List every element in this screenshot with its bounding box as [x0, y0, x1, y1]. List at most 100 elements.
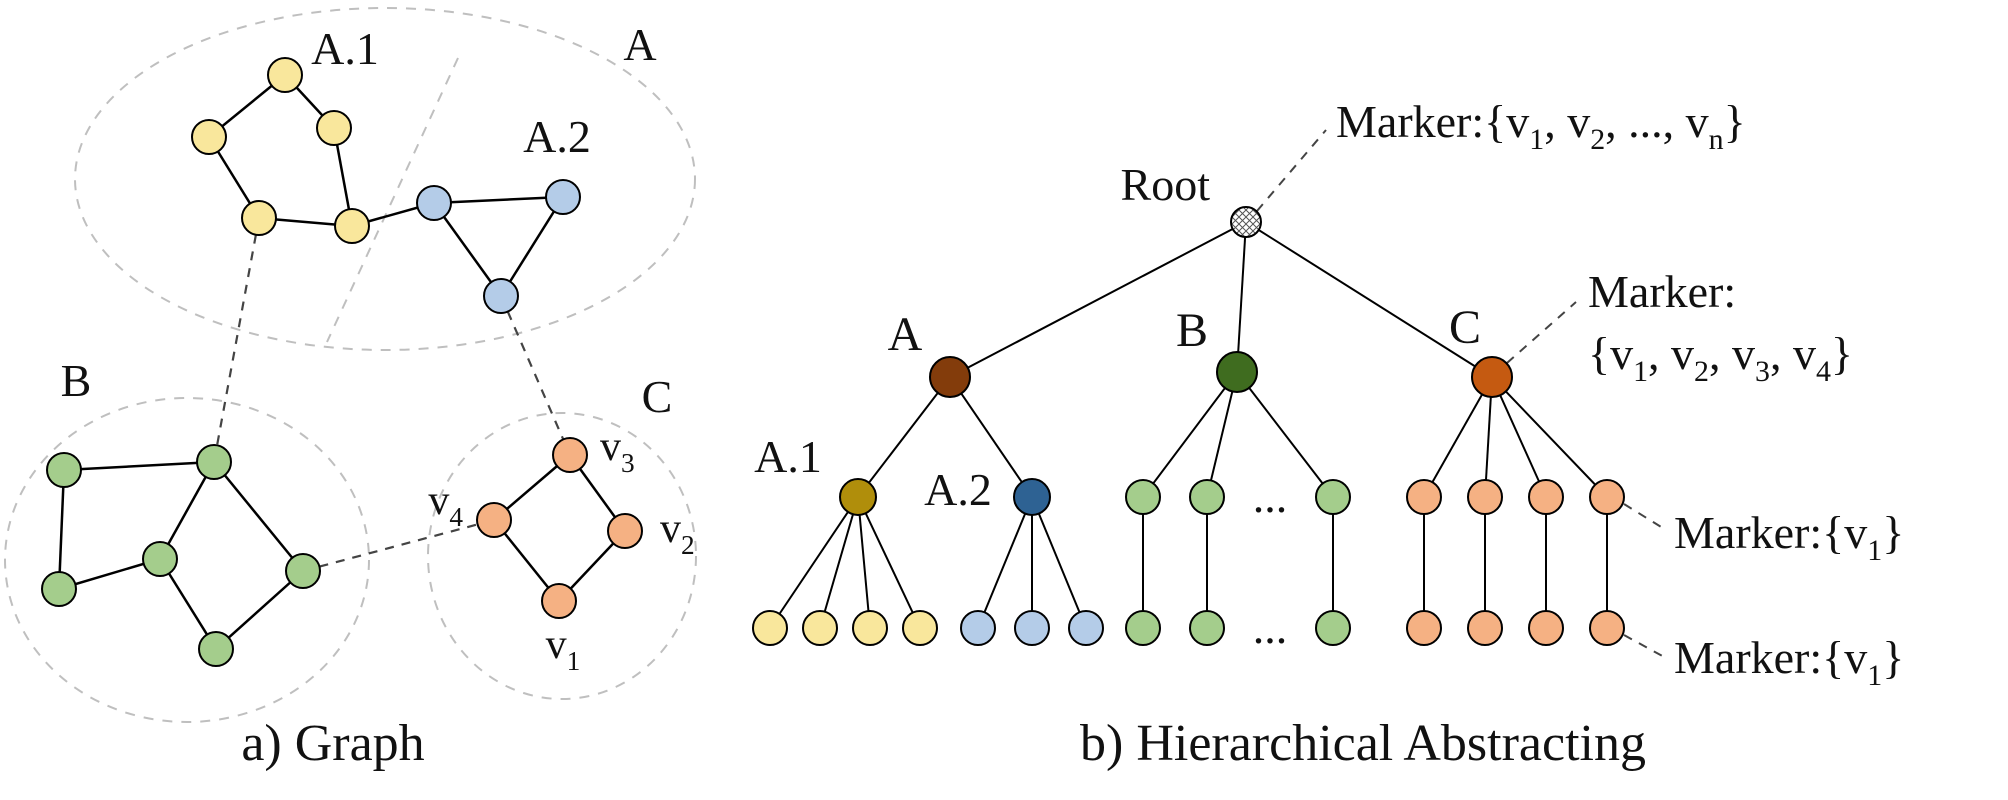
tree-edge — [1142, 371, 1238, 498]
tree-edge — [857, 376, 951, 498]
graph-node-a2 — [416, 185, 452, 221]
marker-root-text: Marker:{v1, v2, ..., vn} — [1336, 96, 1746, 156]
label-v4: v4 — [428, 478, 463, 532]
cluster-a-boundary — [74, 7, 696, 351]
marker-connector-leaf — [1623, 634, 1667, 659]
tree-edge — [1236, 221, 1247, 373]
tree-edge — [949, 376, 1033, 498]
label-v3: v3 — [600, 424, 635, 478]
tree-leaf-a2 — [1014, 610, 1050, 646]
tree-leaf-a1 — [752, 610, 788, 646]
tree-node-b-child — [1125, 479, 1161, 515]
label-tree-a: A — [888, 308, 923, 361]
tree-node-a1 — [839, 478, 877, 516]
ellipsis-leaf-level: ... — [1253, 602, 1288, 653]
marker-connector-c — [1506, 301, 1577, 364]
tree-leaf-a1 — [852, 610, 888, 646]
label-cluster-a2: A.2 — [523, 111, 591, 162]
tree-node-c-child — [1528, 479, 1564, 515]
graph-node-a2 — [483, 278, 519, 314]
graph-node-b — [198, 631, 234, 667]
cluster-a-divider — [326, 57, 459, 343]
graph-node-b — [285, 553, 321, 589]
graph-node-c-v4 — [476, 502, 512, 538]
graph-edge-b — [57, 469, 66, 590]
tree-edge — [1236, 371, 1334, 498]
tree-leaf-c — [1589, 610, 1625, 646]
graph-edge-b — [158, 461, 216, 560]
cluster-b-boundary — [4, 397, 370, 723]
label-cluster-a: A — [623, 19, 656, 70]
marker-leaf-text: Marker:{v1} — [1674, 632, 1904, 692]
tree-leaf-b — [1315, 610, 1351, 646]
graph-edge-b — [213, 461, 304, 572]
graph-node-c-v3 — [552, 437, 588, 473]
caption-panel-b: b) Hierarchical Abstracting — [1080, 715, 1646, 772]
tree-node-b-child — [1315, 479, 1351, 515]
graph-node-a1 — [267, 57, 303, 93]
tree-leaf-a1 — [802, 610, 838, 646]
tree-edge — [977, 496, 1033, 629]
label-tree-a2: A.2 — [924, 464, 992, 515]
tree-node-a — [929, 356, 971, 398]
tree-edge — [819, 496, 859, 629]
intercluster-link-a-c — [499, 295, 572, 456]
label-tree-b: B — [1176, 304, 1208, 357]
tree-node-b — [1216, 351, 1258, 393]
tree-leaf-b — [1189, 610, 1225, 646]
tree-edge — [857, 496, 921, 629]
tree-leaf-c — [1467, 610, 1503, 646]
tree-node-c — [1471, 356, 1513, 398]
tree-node-a2 — [1013, 478, 1051, 516]
tree-node-b-child — [1189, 479, 1225, 515]
label-tree-c: C — [1449, 301, 1481, 354]
marker-c-text-line1: Marker: — [1588, 266, 1736, 317]
label-cluster-c: C — [642, 371, 673, 422]
tree-edge — [1491, 376, 1608, 498]
graph-node-c-v2 — [607, 513, 643, 549]
graph-node-a1 — [241, 200, 277, 236]
cluster-c-boundary — [427, 412, 697, 700]
tree-root-node — [1230, 206, 1262, 238]
caption-panel-a: a) Graph — [241, 715, 424, 772]
graph-node-b — [41, 571, 77, 607]
tree-edge — [949, 221, 1247, 378]
graph-node-b — [142, 541, 178, 577]
label-v1: v1 — [546, 622, 581, 676]
graph-edge-a2 — [433, 195, 564, 205]
graph-node-a2 — [545, 179, 581, 215]
graph-node-c-v1 — [541, 583, 577, 619]
tree-leaf-a2 — [1068, 610, 1104, 646]
label-cluster-b: B — [61, 355, 92, 406]
intercluster-link-b-c — [302, 518, 495, 573]
label-cluster-a1: A.1 — [311, 23, 379, 74]
graph-node-a1 — [191, 119, 227, 155]
graph-edge-b — [63, 460, 215, 472]
tree-node-c-child — [1406, 479, 1442, 515]
marker-mid-text: Marker:{v1} — [1674, 507, 1904, 567]
tree-edge — [1245, 221, 1493, 378]
tree-leaf-c — [1528, 610, 1564, 646]
graph-node-b — [196, 444, 232, 480]
tree-leaf-b — [1125, 610, 1161, 646]
tree-node-c-child — [1467, 479, 1503, 515]
tree-edge — [1491, 376, 1547, 498]
tree-leaf-a2 — [960, 610, 996, 646]
graph-node-a1 — [334, 208, 370, 244]
intercluster-link-a-b — [212, 217, 261, 463]
marker-c-text-line2: {v1, v2, v3, v4} — [1588, 328, 1853, 388]
tree-leaf-c — [1406, 610, 1442, 646]
graph-edge-a2 — [432, 202, 503, 297]
tree-edge — [1423, 376, 1493, 498]
label-tree-a1: A.1 — [754, 431, 822, 482]
tree-edge — [1206, 371, 1238, 498]
ellipsis-mid-level: ... — [1253, 471, 1288, 522]
graph-edge-b — [215, 570, 304, 650]
tree-edge — [857, 496, 871, 629]
marker-connector-mid — [1623, 503, 1667, 531]
tree-leaf-a1 — [902, 610, 938, 646]
